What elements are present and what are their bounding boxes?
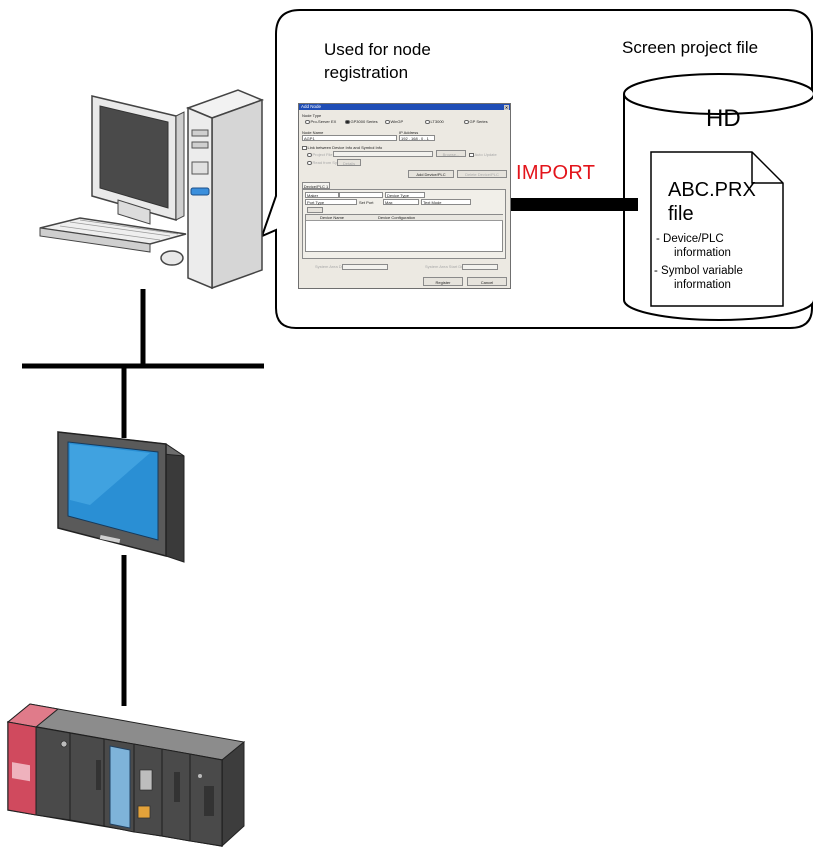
symbol-info-line2: information bbox=[674, 279, 731, 291]
text-mode-select[interactable]: Text Mode bbox=[421, 199, 471, 205]
file-name-line2: file bbox=[668, 203, 694, 225]
node-type-option-2[interactable]: GP3000 Series bbox=[345, 119, 378, 125]
file-name-line1: ABC.PRX bbox=[668, 179, 756, 201]
details-button[interactable]: Details bbox=[337, 159, 361, 166]
port-type-select[interactable]: Port Type bbox=[305, 199, 357, 205]
symbol-info-line1: - Symbol variable bbox=[654, 265, 743, 277]
delete-device-plc-button[interactable]: Delete Device/PLC bbox=[457, 170, 507, 178]
device-plc-info-line1: - Device/PLC bbox=[656, 233, 724, 245]
system-area-start-input[interactable] bbox=[462, 264, 498, 270]
plc-rack-icon bbox=[6, 703, 246, 848]
node-name-label: Node Name bbox=[302, 130, 324, 135]
link-checkbox[interactable]: Link between Device Info and Symbol Info bbox=[302, 145, 382, 151]
close-icon[interactable]: ✕ bbox=[504, 104, 509, 110]
import-label: IMPORT bbox=[516, 162, 596, 184]
add-device-plc-button[interactable]: Add Device/PLC bbox=[408, 170, 454, 178]
system-area-device-label: System Area Device bbox=[315, 264, 352, 269]
setup-button[interactable] bbox=[307, 207, 323, 213]
node-registration-label: Used for node registration bbox=[324, 40, 431, 82]
node-type-option-1[interactable]: Pro-Server EX bbox=[305, 119, 336, 125]
node-type-option-4[interactable]: LT3000 bbox=[425, 119, 444, 125]
cancel-button[interactable]: Cancel bbox=[467, 277, 507, 286]
desktop-pc-icon bbox=[39, 89, 265, 290]
dialog-title-bar: Add Node ✕ bbox=[299, 104, 510, 110]
tab-device-plc-1[interactable]: Device/PLC 1 bbox=[302, 182, 330, 189]
device-table-header bbox=[306, 215, 503, 221]
screen-project-file-label: Screen project file bbox=[622, 38, 759, 57]
column-device-config: Device Configuration bbox=[378, 215, 416, 220]
system-area-device-select[interactable] bbox=[342, 264, 388, 270]
touch-panel-display-icon bbox=[57, 431, 185, 563]
node-type-option-5[interactable]: GP Series bbox=[464, 119, 488, 125]
hd-label: HD bbox=[706, 105, 741, 132]
dialog-title: Add Node bbox=[301, 104, 322, 109]
device-plc-info-line2: information bbox=[674, 247, 731, 259]
browse-button[interactable]: Browse... bbox=[436, 150, 466, 157]
node-type-option-3[interactable]: WinGP bbox=[385, 119, 403, 125]
read-system-option[interactable]: Read from System bbox=[307, 160, 346, 166]
column-device-name: Device Name bbox=[320, 215, 345, 220]
file-name-label: ABC.PRX file bbox=[668, 178, 756, 226]
ip-address-label: IP Address bbox=[399, 130, 419, 135]
add-node-dialog: Add Node ✕ Node Type Pro-Server EX GP300… bbox=[298, 103, 511, 289]
maker-label: Maker bbox=[305, 192, 339, 198]
max-field[interactable]: Max bbox=[383, 199, 419, 205]
document-icon bbox=[650, 151, 784, 307]
project-file-input[interactable] bbox=[333, 151, 433, 157]
device-type-label: Device Type bbox=[385, 192, 425, 198]
node-type-label: Node Type bbox=[302, 113, 322, 118]
register-button[interactable]: Register bbox=[423, 277, 463, 286]
device-table: Device Name Device Configuration bbox=[305, 214, 503, 252]
maker-select[interactable] bbox=[339, 192, 383, 198]
set-port-label: Set Port bbox=[359, 200, 374, 205]
auto-update-checkbox[interactable]: Auto Update bbox=[469, 152, 497, 158]
system-area-start-label: System Area Start Device bbox=[425, 264, 471, 269]
node-name-input[interactable]: AGP1 bbox=[302, 135, 397, 141]
project-file-option[interactable]: Project File bbox=[307, 152, 333, 158]
ip-address-input[interactable]: 192 . 168 . 0 . 1 bbox=[399, 135, 435, 141]
